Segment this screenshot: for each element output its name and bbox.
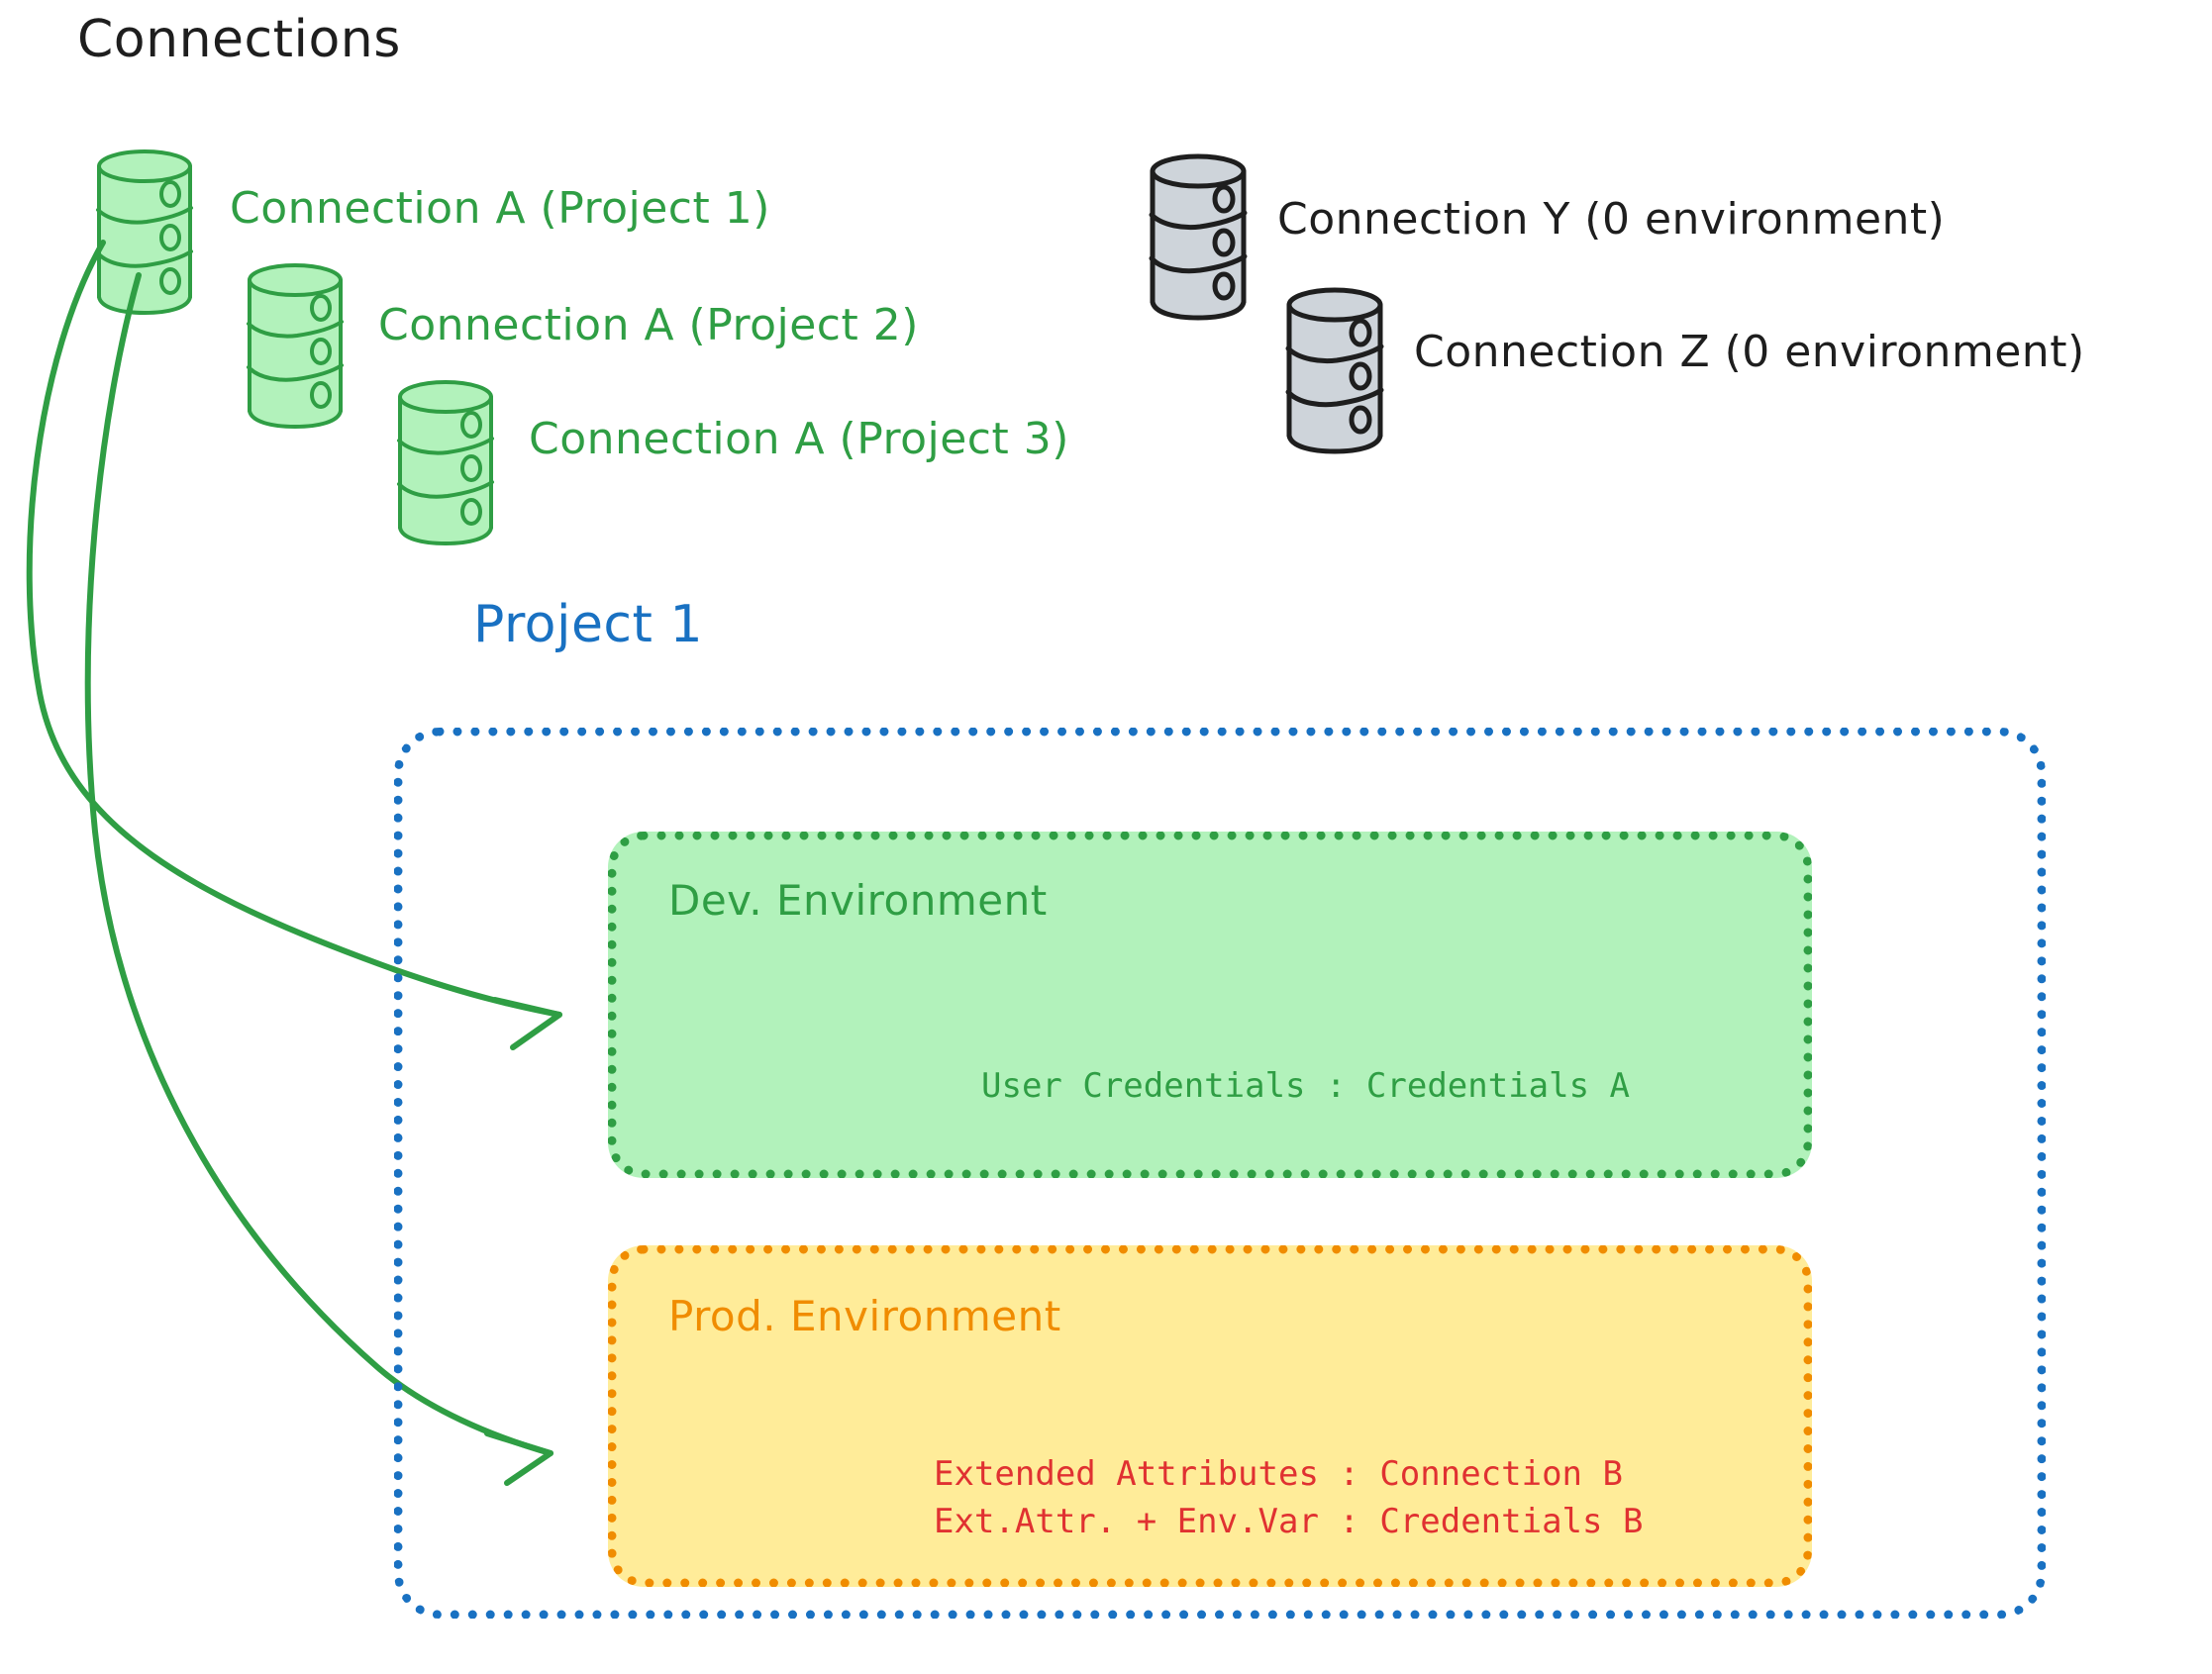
database-icon-connection-y: [1152, 155, 1245, 318]
project-label: Project 1: [473, 595, 704, 654]
connection-label-y: Connection Y (0 environment): [1277, 194, 1946, 245]
prod-environment-title: Prod. Environment: [668, 1292, 1061, 1340]
prod-environment-box: Prod. Environment Extended Attributes : …: [608, 1245, 1812, 1587]
dev-environment-title: Dev. Environment: [668, 876, 1048, 925]
database-icon-connection-z: [1288, 289, 1381, 451]
connection-label-a-project-3: Connection A (Project 3): [529, 414, 1069, 464]
database-icon-connection-a-project-2: [247, 262, 344, 429]
connection-label-z: Connection Z (0 environment): [1414, 327, 2085, 377]
dev-environment-box: Dev. Environment User Credentials : Cred…: [608, 832, 1812, 1178]
page-title: Connections: [77, 10, 401, 69]
prod-environment-line-1: Extended Attributes : Connection B: [934, 1454, 1623, 1494]
database-icon-connection-a-project-1: [96, 148, 193, 315]
connection-label-a-project-1: Connection A (Project 1): [230, 183, 770, 234]
project-container: [394, 728, 2046, 1619]
database-icon-connection-a-project-3: [397, 379, 494, 545]
connection-label-a-project-2: Connection A (Project 2): [378, 300, 919, 350]
prod-environment-line-2: Ext.Attr. + Env.Var : Credentials B: [934, 1502, 1644, 1541]
dev-environment-line-1: User Credentials : Credentials A: [981, 1066, 1631, 1106]
